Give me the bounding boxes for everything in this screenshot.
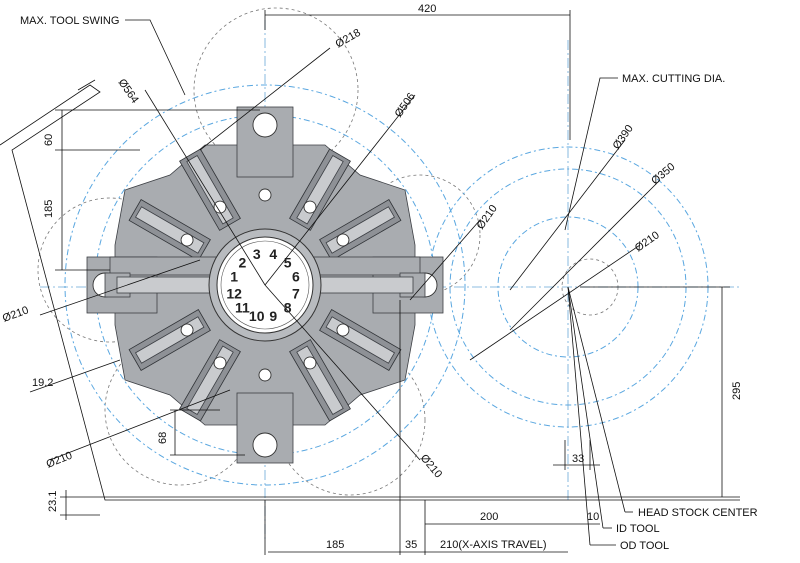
dim-200: 200: [480, 511, 498, 523]
dimension-lines: [29, 10, 730, 555]
dim-23-1: 23.1: [47, 491, 59, 512]
id-tool-label: ID TOOL: [616, 523, 660, 535]
turret-number-1: 1: [230, 269, 238, 285]
dim-d210-bottom-left: Ø210: [45, 450, 74, 471]
dim-33: 33: [572, 453, 584, 465]
turret-number-2: 2: [239, 254, 247, 270]
dim-d210-right: Ø210: [633, 229, 662, 254]
dim-295: 295: [731, 382, 743, 400]
turret-number-5: 5: [284, 254, 292, 270]
head-stock-center-label: HEAD STOCK CENTER: [638, 507, 758, 519]
tool-station-block: [179, 148, 241, 231]
dim-d210-bottom: Ø210: [418, 452, 444, 480]
tool-station-block: [319, 309, 402, 371]
tool-station-block: [128, 199, 211, 261]
turret-number-10: 10: [249, 308, 265, 324]
dim-d218: Ø218: [334, 27, 363, 51]
turret-number-8: 8: [284, 300, 292, 316]
turret-number-3: 3: [253, 246, 261, 262]
od-tool-label: OD TOOL: [620, 540, 669, 552]
turret-number-9: 9: [269, 308, 277, 324]
dim-d390: Ø390: [611, 123, 636, 152]
tool-station-block: [319, 199, 402, 261]
tool-station-block: [289, 339, 351, 422]
turret-body: [86, 106, 444, 464]
tool-station-block: [128, 309, 211, 371]
dim-420: 420: [418, 3, 436, 15]
max-tool-swing-label: MAX. TOOL SWING: [20, 15, 119, 27]
turret-number-4: 4: [269, 246, 277, 262]
dim-60: 60: [43, 134, 55, 146]
turret-number-12: 12: [226, 285, 242, 301]
dim-d564: Ø564: [116, 77, 141, 106]
machine-base: [0, 79, 740, 501]
turret-number-11: 11: [235, 300, 250, 316]
tool-station-block: [289, 148, 351, 231]
max-cutting-dia-label: MAX. CUTTING DIA.: [622, 73, 725, 85]
dim-68: 68: [157, 432, 169, 444]
dim-d210-left: Ø210: [1, 304, 30, 324]
dim-d506: Ø506: [393, 91, 418, 120]
turret-number-6: 6: [292, 269, 300, 285]
tool-station-block: [236, 368, 294, 464]
dim-x-axis-travel: 210(X-AXIS TRAVEL): [440, 539, 547, 551]
tool-station-block: [236, 106, 294, 202]
dim-10: 10: [587, 511, 599, 523]
dim-35: 35: [405, 539, 417, 551]
tool-station-block: [179, 339, 241, 422]
dim-d350: Ø350: [649, 161, 677, 187]
dim-19-2: 19.2: [32, 377, 53, 389]
dim-185-horizontal: 185: [326, 539, 344, 551]
dim-185-vertical: 185: [43, 200, 55, 218]
turret-number-7: 7: [292, 285, 300, 301]
dim-d210-center: Ø210: [475, 203, 500, 232]
